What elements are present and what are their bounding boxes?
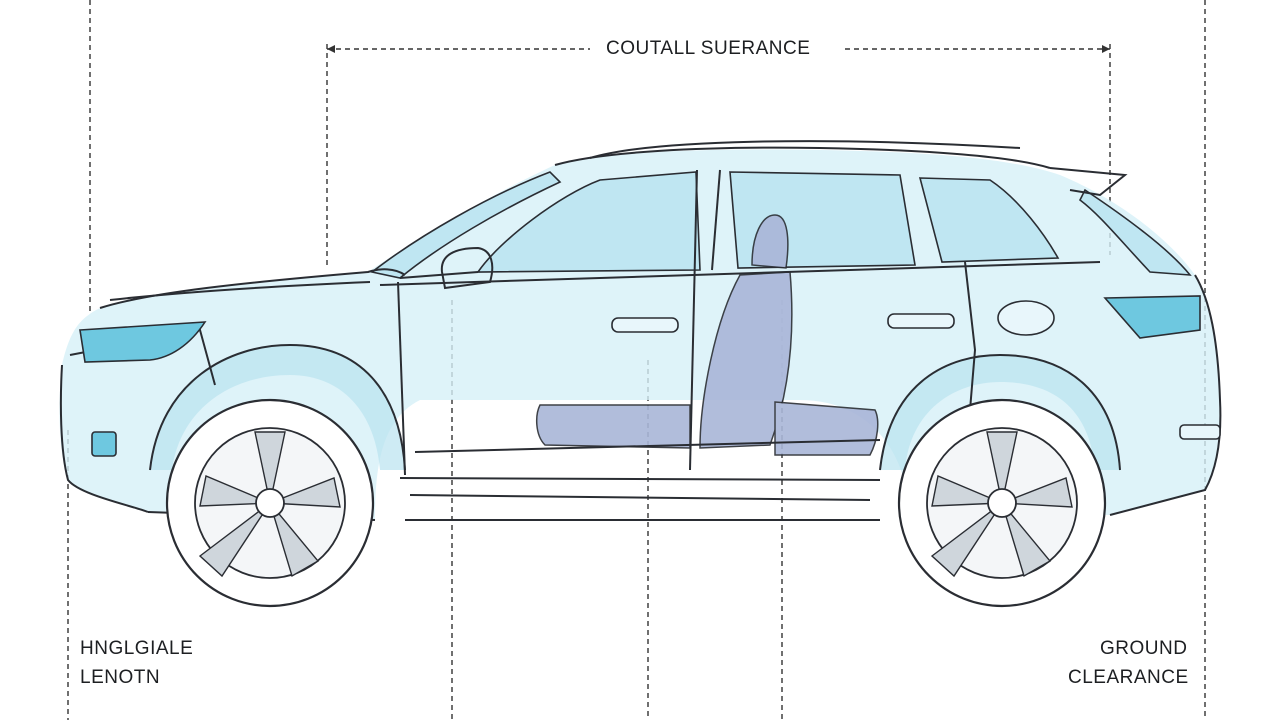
mirror — [440, 246, 494, 290]
rear-reflector — [1179, 424, 1221, 440]
arrowhead-right — [1102, 45, 1110, 53]
rear-hub — [987, 488, 1017, 518]
front-fender-arch — [149, 343, 406, 471]
overall-dimension-label: COUTALL SUERANCE — [600, 38, 817, 60]
roof-spoiler — [1049, 167, 1128, 197]
front-spokes — [198, 431, 341, 578]
front-door-edge — [397, 281, 406, 476]
vehicle-length-label-line2: LENOTN — [80, 667, 161, 688]
rear-wheel — [897, 398, 1107, 608]
front-bumper — [59, 364, 149, 513]
seat-cushion-rear — [774, 401, 879, 456]
headlight — [79, 321, 207, 363]
roof-rail — [589, 140, 1021, 159]
details — [79, 295, 1221, 457]
rocker-line — [399, 477, 881, 481]
body-side-crease — [414, 439, 881, 453]
ground-clearance-label-line2: CLEARANCE — [1068, 667, 1189, 688]
rear-body — [1109, 274, 1222, 516]
sill-line — [409, 494, 871, 501]
rear-fender-arch — [879, 353, 1121, 471]
front-wheel — [165, 398, 375, 608]
tail-light — [1103, 295, 1201, 339]
ground-clearance-label-line1: GROUND — [1100, 638, 1188, 659]
front-arch-tint — [150, 345, 405, 470]
rear-door-handle — [887, 313, 955, 329]
arrowhead-left — [327, 45, 335, 53]
quarter-window — [918, 177, 1060, 263]
rear-spokes — [930, 431, 1073, 578]
seat-headrest — [751, 214, 789, 269]
dimension-arrowheads — [327, 45, 1110, 53]
hood-line — [99, 268, 406, 309]
fuel-cap — [997, 300, 1055, 336]
suv-body-fill — [59, 149, 1221, 520]
roof-line — [554, 146, 1051, 169]
belt-line — [379, 261, 1101, 286]
c-pillar — [711, 169, 721, 271]
seat — [535, 214, 879, 456]
front-hub — [255, 488, 285, 518]
rear-window — [1078, 188, 1192, 276]
b-pillar — [689, 169, 698, 471]
rear-arch-tint — [880, 355, 1120, 470]
seat-back — [699, 271, 793, 449]
hood-crease — [109, 281, 371, 301]
fog-light — [91, 431, 117, 457]
a-pillar — [399, 271, 479, 279]
vehicle-length-label-line1: HNGLGIALE — [80, 638, 194, 659]
windshield — [370, 171, 562, 279]
seat-cushion-front — [535, 404, 691, 449]
front-door-handle — [611, 317, 679, 333]
